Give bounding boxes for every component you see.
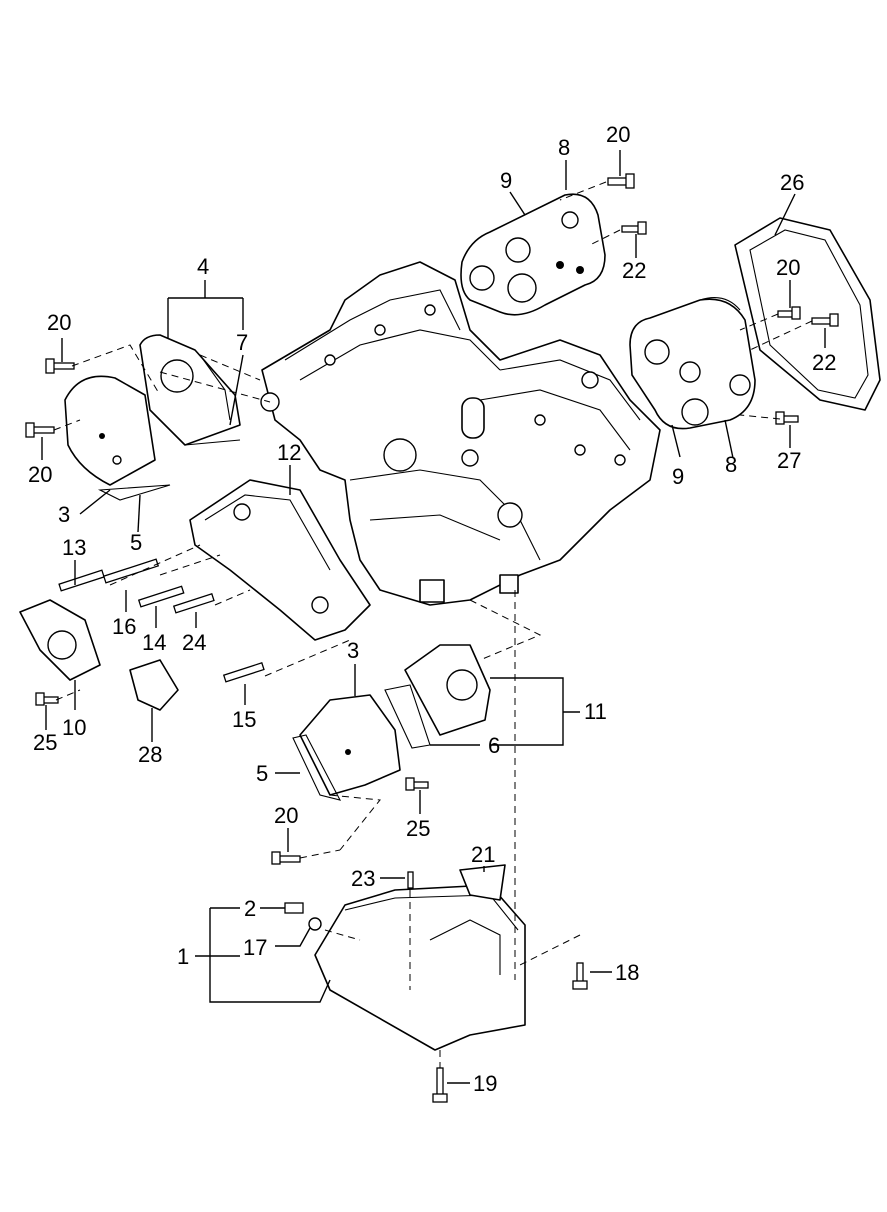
bolt-25a xyxy=(35,692,59,706)
callout-3: 3 xyxy=(347,638,359,663)
cover-10 xyxy=(19,599,101,681)
gasket-5b xyxy=(292,734,342,801)
bolt-20c xyxy=(45,358,75,374)
bolt-18 xyxy=(572,962,588,990)
bolt-27 xyxy=(775,411,799,425)
bolt-20a xyxy=(607,173,635,189)
callout-27: 27 xyxy=(777,448,801,473)
callout-18: 18 xyxy=(615,960,639,985)
callout-19: 19 xyxy=(473,1071,497,1096)
bracket-28 xyxy=(129,659,179,711)
callout-25: 25 xyxy=(406,816,430,841)
front-cover-11 xyxy=(404,644,491,736)
gasket-5a xyxy=(97,484,171,501)
callout-7: 7 xyxy=(236,330,248,355)
callout-21: 21 xyxy=(471,842,495,867)
bolt-22a xyxy=(621,221,647,235)
bolt-23 xyxy=(407,871,414,889)
callout-10: 10 xyxy=(62,715,86,740)
alignment-lines xyxy=(53,181,813,1068)
callout-9: 9 xyxy=(672,464,684,489)
callout-24: 24 xyxy=(182,630,206,655)
callout-28: 28 xyxy=(138,742,162,767)
bolt-20d xyxy=(25,422,55,438)
callout-12: 12 xyxy=(277,440,301,465)
oil-pan-1 xyxy=(314,864,526,1051)
gasket-26 xyxy=(734,217,881,411)
callout-5: 5 xyxy=(256,761,268,786)
callout-9: 9 xyxy=(500,168,512,193)
bolt-14 xyxy=(137,585,185,608)
bolt-13 xyxy=(58,569,105,592)
bolt-20e xyxy=(271,851,301,865)
callout-3: 3 xyxy=(58,502,70,527)
callout-5: 5 xyxy=(130,530,142,555)
callout-11: 11 xyxy=(584,699,607,724)
callout-20: 20 xyxy=(274,803,298,828)
callout-6: 6 xyxy=(488,733,500,758)
bolt-15 xyxy=(222,662,265,683)
callout-22: 22 xyxy=(622,258,646,283)
bolt-16 xyxy=(102,558,160,584)
bolt-24 xyxy=(172,593,215,614)
timing-cover-upper-left xyxy=(139,334,241,446)
callout-26: 26 xyxy=(780,170,804,195)
callout-20: 20 xyxy=(606,122,630,147)
engine-block xyxy=(260,261,661,606)
bolt-2 xyxy=(284,902,304,914)
callout-20: 20 xyxy=(776,255,800,280)
callout-15: 15 xyxy=(232,707,256,732)
bolt-19 xyxy=(432,1067,448,1103)
callout-25: 25 xyxy=(33,730,57,755)
callout-20: 20 xyxy=(47,310,71,335)
bolt-25b xyxy=(405,777,429,791)
front-cover-12 xyxy=(189,479,371,641)
callout-4: 4 xyxy=(197,254,209,279)
callout-16: 16 xyxy=(112,614,136,639)
timing-cover-3a xyxy=(64,375,156,486)
rear-cover-upper xyxy=(460,193,606,316)
leader-lines xyxy=(41,150,826,1084)
callout-1: 1 xyxy=(177,944,189,969)
callout-labels: 20 8 9 22 26 20 22 27 9 8 4 7 20 20 3 5 … xyxy=(28,122,836,1096)
callout-17: 17 xyxy=(243,935,267,960)
callout-13: 13 xyxy=(62,535,86,560)
callout-8: 8 xyxy=(725,452,737,477)
bolts xyxy=(25,173,839,1103)
callout-23: 23 xyxy=(351,866,375,891)
callout-22: 22 xyxy=(812,350,836,375)
rear-cover-lower xyxy=(629,297,756,430)
callout-14: 14 xyxy=(142,630,166,655)
callout-2: 2 xyxy=(244,896,256,921)
callout-20: 20 xyxy=(28,462,52,487)
washer-17 xyxy=(308,917,322,931)
callout-8: 8 xyxy=(558,135,570,160)
timing-cover-3b xyxy=(299,694,401,796)
